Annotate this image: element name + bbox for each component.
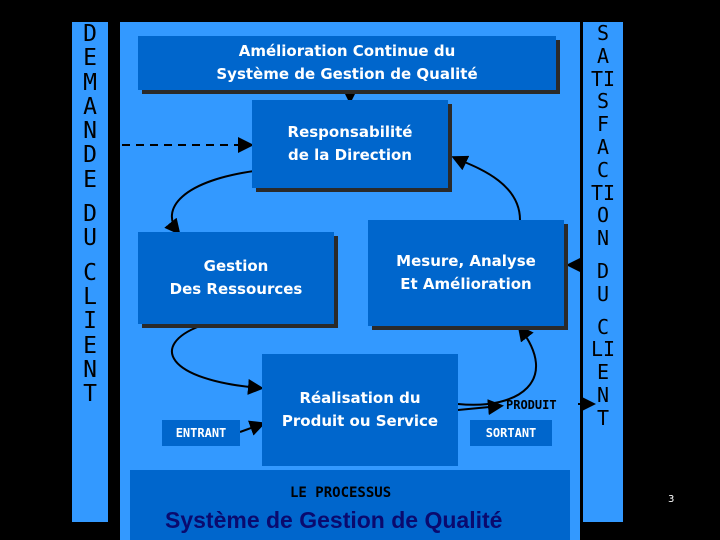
satisfaction-client-letter: C <box>596 157 610 182</box>
demande-client-letter: I <box>83 308 97 335</box>
demande-client-letter: N <box>83 118 97 145</box>
page-number: 3 <box>668 494 675 505</box>
demande-client-letter: L <box>83 283 97 310</box>
satisfaction-client-letter: S <box>596 89 610 114</box>
realisation-line2: Produit ou Service <box>281 412 439 430</box>
arrow-ressources-to-realisation <box>170 325 264 395</box>
demande-client-letter: E <box>83 332 97 359</box>
satisfaction-client-letter: O <box>596 203 610 228</box>
satisfaction-client-letter: C <box>596 314 610 339</box>
demande-client-letter: M <box>83 69 97 96</box>
slide-title: Système de Gestion de Qualité <box>165 507 503 533</box>
arrow-realisation-to-produit <box>457 399 504 416</box>
demande-client-letter: A <box>83 93 97 120</box>
responsabilite-line1: Responsabilité <box>287 123 413 141</box>
satisfaction-client-letter: A <box>596 43 610 68</box>
demande-client-letter: E <box>83 166 97 193</box>
satisfaction-client-letter: S <box>596 21 610 45</box>
satisfaction-client-letter: N <box>596 226 610 251</box>
arrow-entrant-to-realisation <box>239 420 266 436</box>
amelioration-line1: Amélioration Continue du <box>238 42 456 60</box>
demande-client-letter: D <box>83 201 97 228</box>
satisfaction-client-letter: LI <box>590 337 616 362</box>
demande-client-letter: D <box>83 21 97 47</box>
satisfaction-client-letter: TI <box>590 180 616 205</box>
arrow-realisation-to-mesure <box>457 324 538 406</box>
demande-client-letter: N <box>83 356 97 383</box>
satisfaction-client-letter: TI <box>590 66 616 91</box>
process-strip <box>130 470 570 540</box>
entrant-label: ENTRANT <box>162 420 240 446</box>
demande-client-letter: E <box>83 45 97 72</box>
ressources-line2: Des Ressources <box>169 280 303 298</box>
demande-client-letter: C <box>83 259 97 286</box>
arrow-mesure-to-responsabilite <box>451 155 521 221</box>
produit-label: PRODUIT <box>506 398 557 412</box>
demande-client-letter: D <box>83 142 97 169</box>
satisfaction-client-letter: F <box>596 112 610 137</box>
satisfaction-client-letter: E <box>596 360 610 385</box>
responsabilite-line2: de la Direction <box>288 146 412 164</box>
satisfaction-client-letter: T <box>596 405 610 430</box>
realisation-produit-box: Réalisation du Produit ou Service <box>262 354 458 466</box>
satisfaction-client-letter: A <box>596 134 610 159</box>
sortant-label: SORTANT <box>470 420 552 446</box>
mesure-line1: Mesure, Analyse <box>396 252 536 270</box>
amelioration-continue-box: Amélioration Continue du Système de Gest… <box>138 36 556 90</box>
satisfaction-client-letter: D <box>596 258 610 283</box>
mesure-analyse-box: Mesure, Analyse Et Amélioration <box>368 220 564 326</box>
mesure-line2: Et Amélioration <box>400 275 532 293</box>
demande-client-letter: U <box>83 225 97 252</box>
responsabilite-direction-box: Responsabilité de la Direction <box>252 100 448 188</box>
realisation-line1: Réalisation du <box>299 389 421 407</box>
satisfaction-client-letter: N <box>596 382 610 407</box>
arrow-responsabilite-to-ressources <box>164 169 263 236</box>
gestion-ressources-box: Gestion Des Ressources <box>138 232 334 324</box>
processus-label: LE PROCESSUS <box>290 485 392 501</box>
demande-client-letter: T <box>83 381 97 408</box>
satisfaction-client-letter: U <box>596 281 610 306</box>
amelioration-line2: Système de Gestion de Qualité <box>216 65 478 83</box>
ressources-line1: Gestion <box>203 257 269 275</box>
